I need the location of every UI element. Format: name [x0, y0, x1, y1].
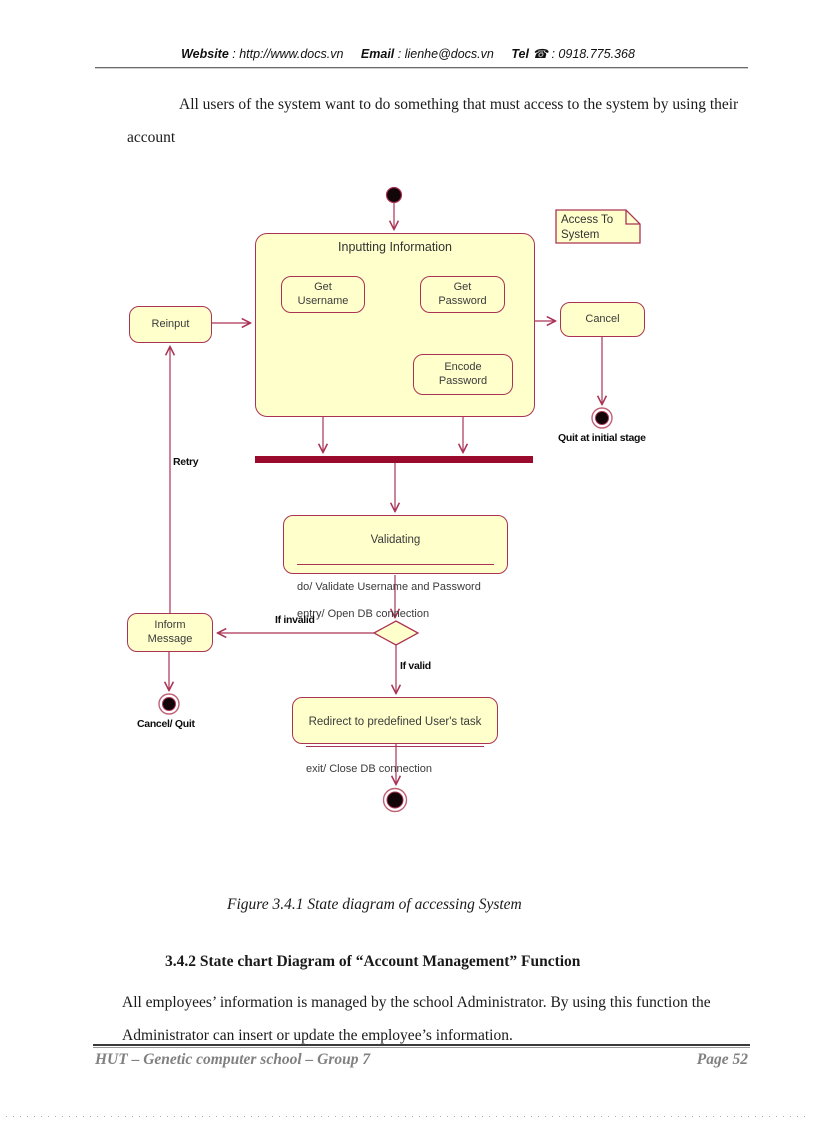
final-state-bottom — [382, 787, 408, 813]
header-divider — [95, 67, 748, 69]
section-heading: 3.4.2 State chart Diagram of “Account Ma… — [165, 953, 581, 970]
note-fold-corner — [625, 210, 640, 225]
initial-state-dot — [385, 186, 403, 204]
footer-page-number: Page 52 — [696, 1051, 748, 1068]
state-cancel: Cancel — [560, 302, 645, 337]
state-redirect-title: Redirect to predefined User's task — [308, 715, 482, 728]
intro-paragraph: All users of the system want to do somet… — [127, 96, 739, 146]
label-if-valid: If valid — [400, 660, 431, 672]
label-if-invalid: If invalid — [275, 614, 315, 626]
header-email-value: : lienhe@docs.vn — [397, 47, 494, 61]
header-tel-value: : 0918.775.368 — [551, 47, 635, 61]
state-redirect-task: Redirect to predefined User's task exit/… — [292, 697, 498, 775]
footer-group-text: HUT – Genetic computer school – Group 7 — [95, 1051, 371, 1068]
final-state-quit-initial — [591, 407, 613, 429]
section-paragraph: All employees’ information is managed by… — [122, 994, 711, 1044]
state-validating: Validating do/ Validate Username and Pas… — [283, 515, 508, 620]
header-website-url: : http://www.docs.vn — [232, 47, 344, 61]
state-diagram-canvas — [158, 186, 641, 813]
final-state-cancel-quit — [158, 693, 180, 715]
state-get-username: Get Username — [281, 276, 365, 313]
state-inform-message: Inform Message — [127, 613, 213, 652]
header-tel-label: Tel — [511, 47, 529, 61]
state-inputting-information-title: Inputting Information — [338, 240, 452, 254]
state-encode-password: Encode Password — [413, 354, 513, 395]
page-header: Website : http://www.docs.vn Email : lie… — [0, 46, 816, 61]
state-reinput: Reinput — [129, 306, 212, 343]
state-get-password: Get Password — [420, 276, 505, 313]
label-retry: Retry — [173, 456, 199, 468]
redirect-action-exit: exit/ Close DB connection — [306, 763, 432, 775]
page-footer: HUT – Genetic computer school – Group 7 … — [95, 1051, 748, 1069]
label-cancel-quit: Cancel/ Quit — [137, 718, 195, 730]
figure-caption: Figure 3.4.1 State diagram of accessing … — [227, 896, 522, 913]
validating-action-entry: entry/ Open DB connection — [297, 608, 430, 620]
note-access-to-system: Access To System — [561, 214, 614, 241]
decision-diamond — [372, 620, 420, 646]
note-shape — [555, 209, 641, 244]
label-quit-at-initial-stage: Quit at initial stage — [558, 432, 646, 444]
header-email-label: Email — [360, 47, 395, 61]
validating-action-do: do/ Validate Username and Password — [297, 581, 481, 593]
footer-divider — [93, 1044, 750, 1048]
header-website-label: Website — [181, 47, 229, 61]
join-sync-bar — [255, 456, 533, 463]
bottom-dotted-line — [6, 1116, 810, 1117]
phone-icon: ☎ — [532, 47, 548, 61]
state-validating-title: Validating — [370, 533, 421, 546]
